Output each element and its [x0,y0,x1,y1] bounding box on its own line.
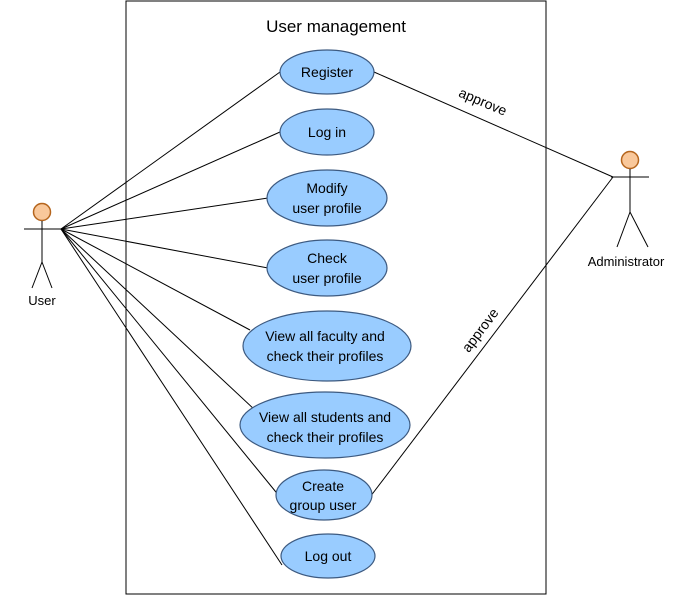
assoc-user-register [60,71,281,230]
use-case-shape [266,239,388,297]
system-boundary [125,0,547,595]
approve-label-group: approve [458,305,501,355]
use-case-view-faculty[interactable]: View all faculty and check their profile… [242,310,412,382]
assoc-user-view-students [60,228,256,411]
assoc-admin-register [373,71,614,178]
actor-head-icon [620,150,640,170]
use-case-label: group user [290,497,357,513]
use-case-check-profile[interactable]: Check user profile [266,239,388,297]
use-case-shape [242,310,412,382]
use-case-view-students[interactable]: View all students and check their profil… [239,391,411,459]
use-case-label: View all students and [259,409,391,425]
use-case-label: user profile [292,270,361,286]
actor-right-leg [41,261,53,289]
use-case-create-group[interactable]: Create group user [275,469,373,521]
use-case-label: Check [307,250,348,266]
use-case-label: user profile [292,200,361,216]
actor-right-leg [629,211,649,248]
use-case-label: Log out [305,548,352,564]
use-case-label: Create [302,478,344,494]
use-case-modify-profile[interactable]: Modify user profile [266,169,388,227]
user-associations [60,71,283,566]
use-case-log-out[interactable]: Log out [280,533,376,579]
use-case-label: View all faculty and [265,328,385,344]
use-case-label: Log in [308,124,346,140]
assoc-user-modify-profile [60,197,269,230]
actor-user-label: User [28,293,56,308]
assoc-user-view-faculty [60,228,251,331]
use-case-shape [279,108,375,156]
use-case-log-in[interactable]: Log in [279,108,375,156]
use-case-shape [239,391,411,459]
actor-administrator-label: Administrator [588,254,665,269]
use-case-label: Modify [306,180,347,196]
use-case-shape [266,169,388,227]
actor-user[interactable] [24,202,61,289]
use-case-label: Register [301,64,353,80]
actor-left-leg [616,211,631,248]
use-case-shape [280,533,376,579]
approve-label-register: approve [457,84,510,119]
actor-left-leg [31,261,43,289]
actor-administrator[interactable] [611,150,649,248]
assoc-user-log-out [60,228,283,566]
assoc-user-log-in [60,131,281,230]
use-case-register[interactable]: Register [279,49,375,95]
actor-head-icon [32,202,52,222]
use-case-label: check their profiles [267,429,384,445]
system-title: User management [266,17,406,36]
assoc-admin-create-group [369,176,614,498]
use-case-label: check their profiles [267,348,384,364]
use-case-shape [279,49,375,95]
use-case-shape [275,469,373,521]
assoc-user-create-group [60,228,281,498]
assoc-user-check-profile [60,228,269,269]
admin-associations [369,71,614,498]
